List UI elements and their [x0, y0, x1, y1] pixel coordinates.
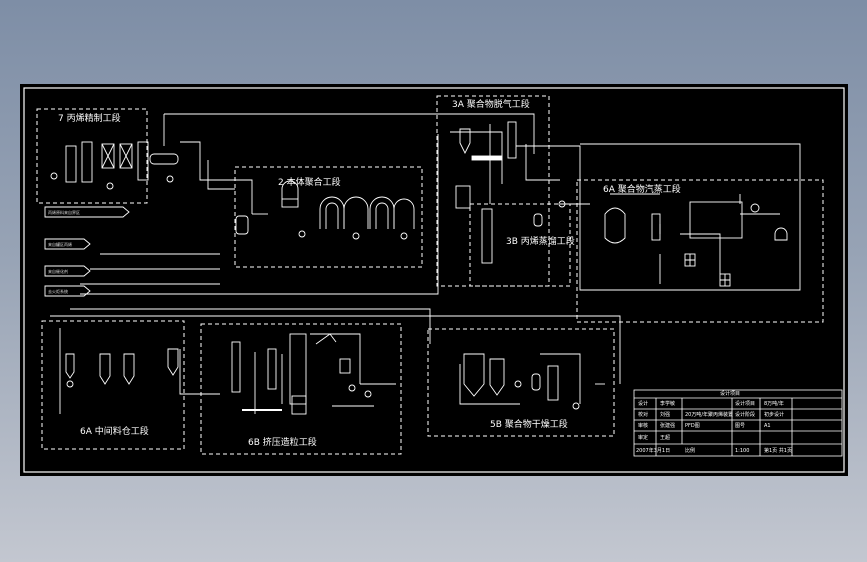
tb-cell: PFD图 — [685, 423, 700, 429]
tb-cell: 设计项目 — [735, 401, 756, 407]
conveyor-3a — [471, 155, 503, 161]
equipment-section-2 — [235, 180, 415, 240]
loop-reactor-1b — [343, 196, 369, 229]
inlet-arrow-3 — [44, 265, 91, 277]
tb-cell: 设计 — [638, 401, 649, 407]
cyclone-3a — [459, 128, 471, 155]
hopper-6b-b — [267, 348, 277, 390]
inlet-label-4: 去火炬系统 — [48, 289, 68, 294]
drum-5b — [531, 373, 541, 391]
section-boxes — [36, 95, 824, 455]
tb-cell: 图号 — [735, 423, 746, 429]
catalyst-drum — [235, 215, 249, 235]
tb-cell: A1 — [764, 423, 771, 429]
tb-cell: 第1页 共1页 — [764, 448, 792, 454]
degasser-3a — [455, 185, 471, 209]
tb-cell: 王超 — [660, 435, 671, 441]
box-section-6b — [200, 323, 402, 455]
inlet-arrow-1 — [44, 206, 130, 218]
prepolymer-reactor — [281, 180, 299, 199]
column-7c — [137, 141, 149, 181]
tb-cell: 李学敏 — [660, 401, 676, 407]
drier-7a — [101, 143, 115, 169]
label-section-3a: 3A 聚合物脱气工段 — [452, 100, 530, 110]
drier-7b — [119, 143, 133, 169]
loop-reactor-2b — [393, 198, 415, 229]
loop-reactor-1a — [319, 196, 345, 229]
box-section-5b — [427, 328, 615, 437]
label-section-6a-top: 6A 聚合物汽蒸工段 — [603, 185, 681, 195]
tb-cell: 审定 — [638, 435, 649, 441]
extruder-tower-6b — [289, 333, 307, 405]
heat-exchanger-7 — [149, 153, 179, 165]
equipment-section-6b — [231, 333, 374, 415]
tb-cell: 校对 — [638, 412, 649, 418]
steamer-6a — [604, 207, 626, 244]
scrubber-3a — [507, 121, 517, 159]
column-5b — [547, 365, 559, 401]
label-section-6a-bottom: 6A 中间料仓工段 — [80, 427, 149, 437]
tb-cell: 2007年3月1日 — [636, 448, 671, 454]
equipment-section-7 — [50, 141, 179, 190]
box-section-2 — [234, 166, 423, 268]
dryer-5b-a — [463, 353, 485, 397]
box-section-6a-top — [576, 179, 824, 323]
dryer-loop-6a — [689, 201, 743, 239]
label-section-5b: 5B 聚合物干燥工段 — [490, 420, 568, 430]
equipment-section-5b — [463, 353, 580, 410]
label-section-7: 7 丙烯精制工段 — [58, 114, 121, 124]
label-section-6b: 6B 挤压造粒工段 — [248, 438, 317, 448]
silo-6a-4 — [167, 348, 179, 376]
inlet-label-1: 丙烯原料来自界区 — [48, 210, 80, 215]
equipment-section-6a-bottom — [65, 348, 179, 388]
drawing-border — [23, 87, 845, 473]
box-section-3b — [469, 203, 571, 287]
title-block-grid — [633, 389, 843, 457]
inlet-arrow-2 — [44, 238, 91, 250]
tb-cell: 初步设计 — [764, 412, 785, 418]
drum-3b — [533, 213, 543, 227]
separator-6a — [774, 227, 788, 241]
title-block-header: 设计项目 — [720, 391, 741, 397]
equipment-section-3 — [455, 121, 566, 264]
tb-cell: 设计阶段 — [735, 412, 756, 418]
box-section-3a — [436, 95, 550, 287]
process-lines — [50, 113, 801, 414]
equipment-section-6a-top — [604, 194, 788, 287]
silo-6a-1 — [65, 353, 75, 379]
inlet-arrows — [44, 206, 130, 297]
tb-cell: 1:100 — [735, 448, 750, 454]
tb-cell: 刘强 — [660, 412, 671, 418]
extruder-6b — [291, 395, 307, 415]
tb-cell: 比例 — [685, 448, 696, 454]
label-section-3b: 3B 丙烯蒸馏工段 — [506, 237, 575, 247]
dryer-5b-b — [489, 358, 505, 396]
silo-6a-2 — [99, 353, 111, 385]
column-7a — [65, 145, 77, 183]
inlet-arrow-4 — [44, 285, 91, 297]
column-7b — [81, 141, 93, 183]
process-flow-diagram — [23, 87, 845, 473]
tb-cell: 20万吨/年聚丙烯装置 — [685, 412, 734, 418]
tb-cell: 张建强 — [660, 423, 676, 429]
label-section-2: 2 本体聚合工段 — [278, 178, 341, 188]
tb-cell: 8万吨/年 — [764, 401, 784, 407]
loop-reactor-2a — [369, 196, 395, 229]
column-6a — [651, 213, 661, 241]
silo-6a-3 — [123, 353, 135, 385]
distillation-column-3b — [481, 208, 493, 264]
inlet-label-2: 来自罐区丙烯 — [48, 242, 72, 247]
hopper-6b-a — [231, 341, 241, 393]
mixer-6b — [315, 333, 337, 345]
box-section-7 — [36, 108, 148, 204]
inlet-label-3: 来自催化剂 — [48, 269, 68, 274]
blower-6a — [750, 203, 760, 213]
drawing-sheet: 7 丙烯精制工段 2 本体聚合工段 3A 聚合物脱气工段 3B 丙烯蒸馏工段 6… — [20, 84, 848, 476]
box-section-6a-bottom — [41, 320, 185, 450]
tb-cell: 审核 — [638, 423, 649, 429]
